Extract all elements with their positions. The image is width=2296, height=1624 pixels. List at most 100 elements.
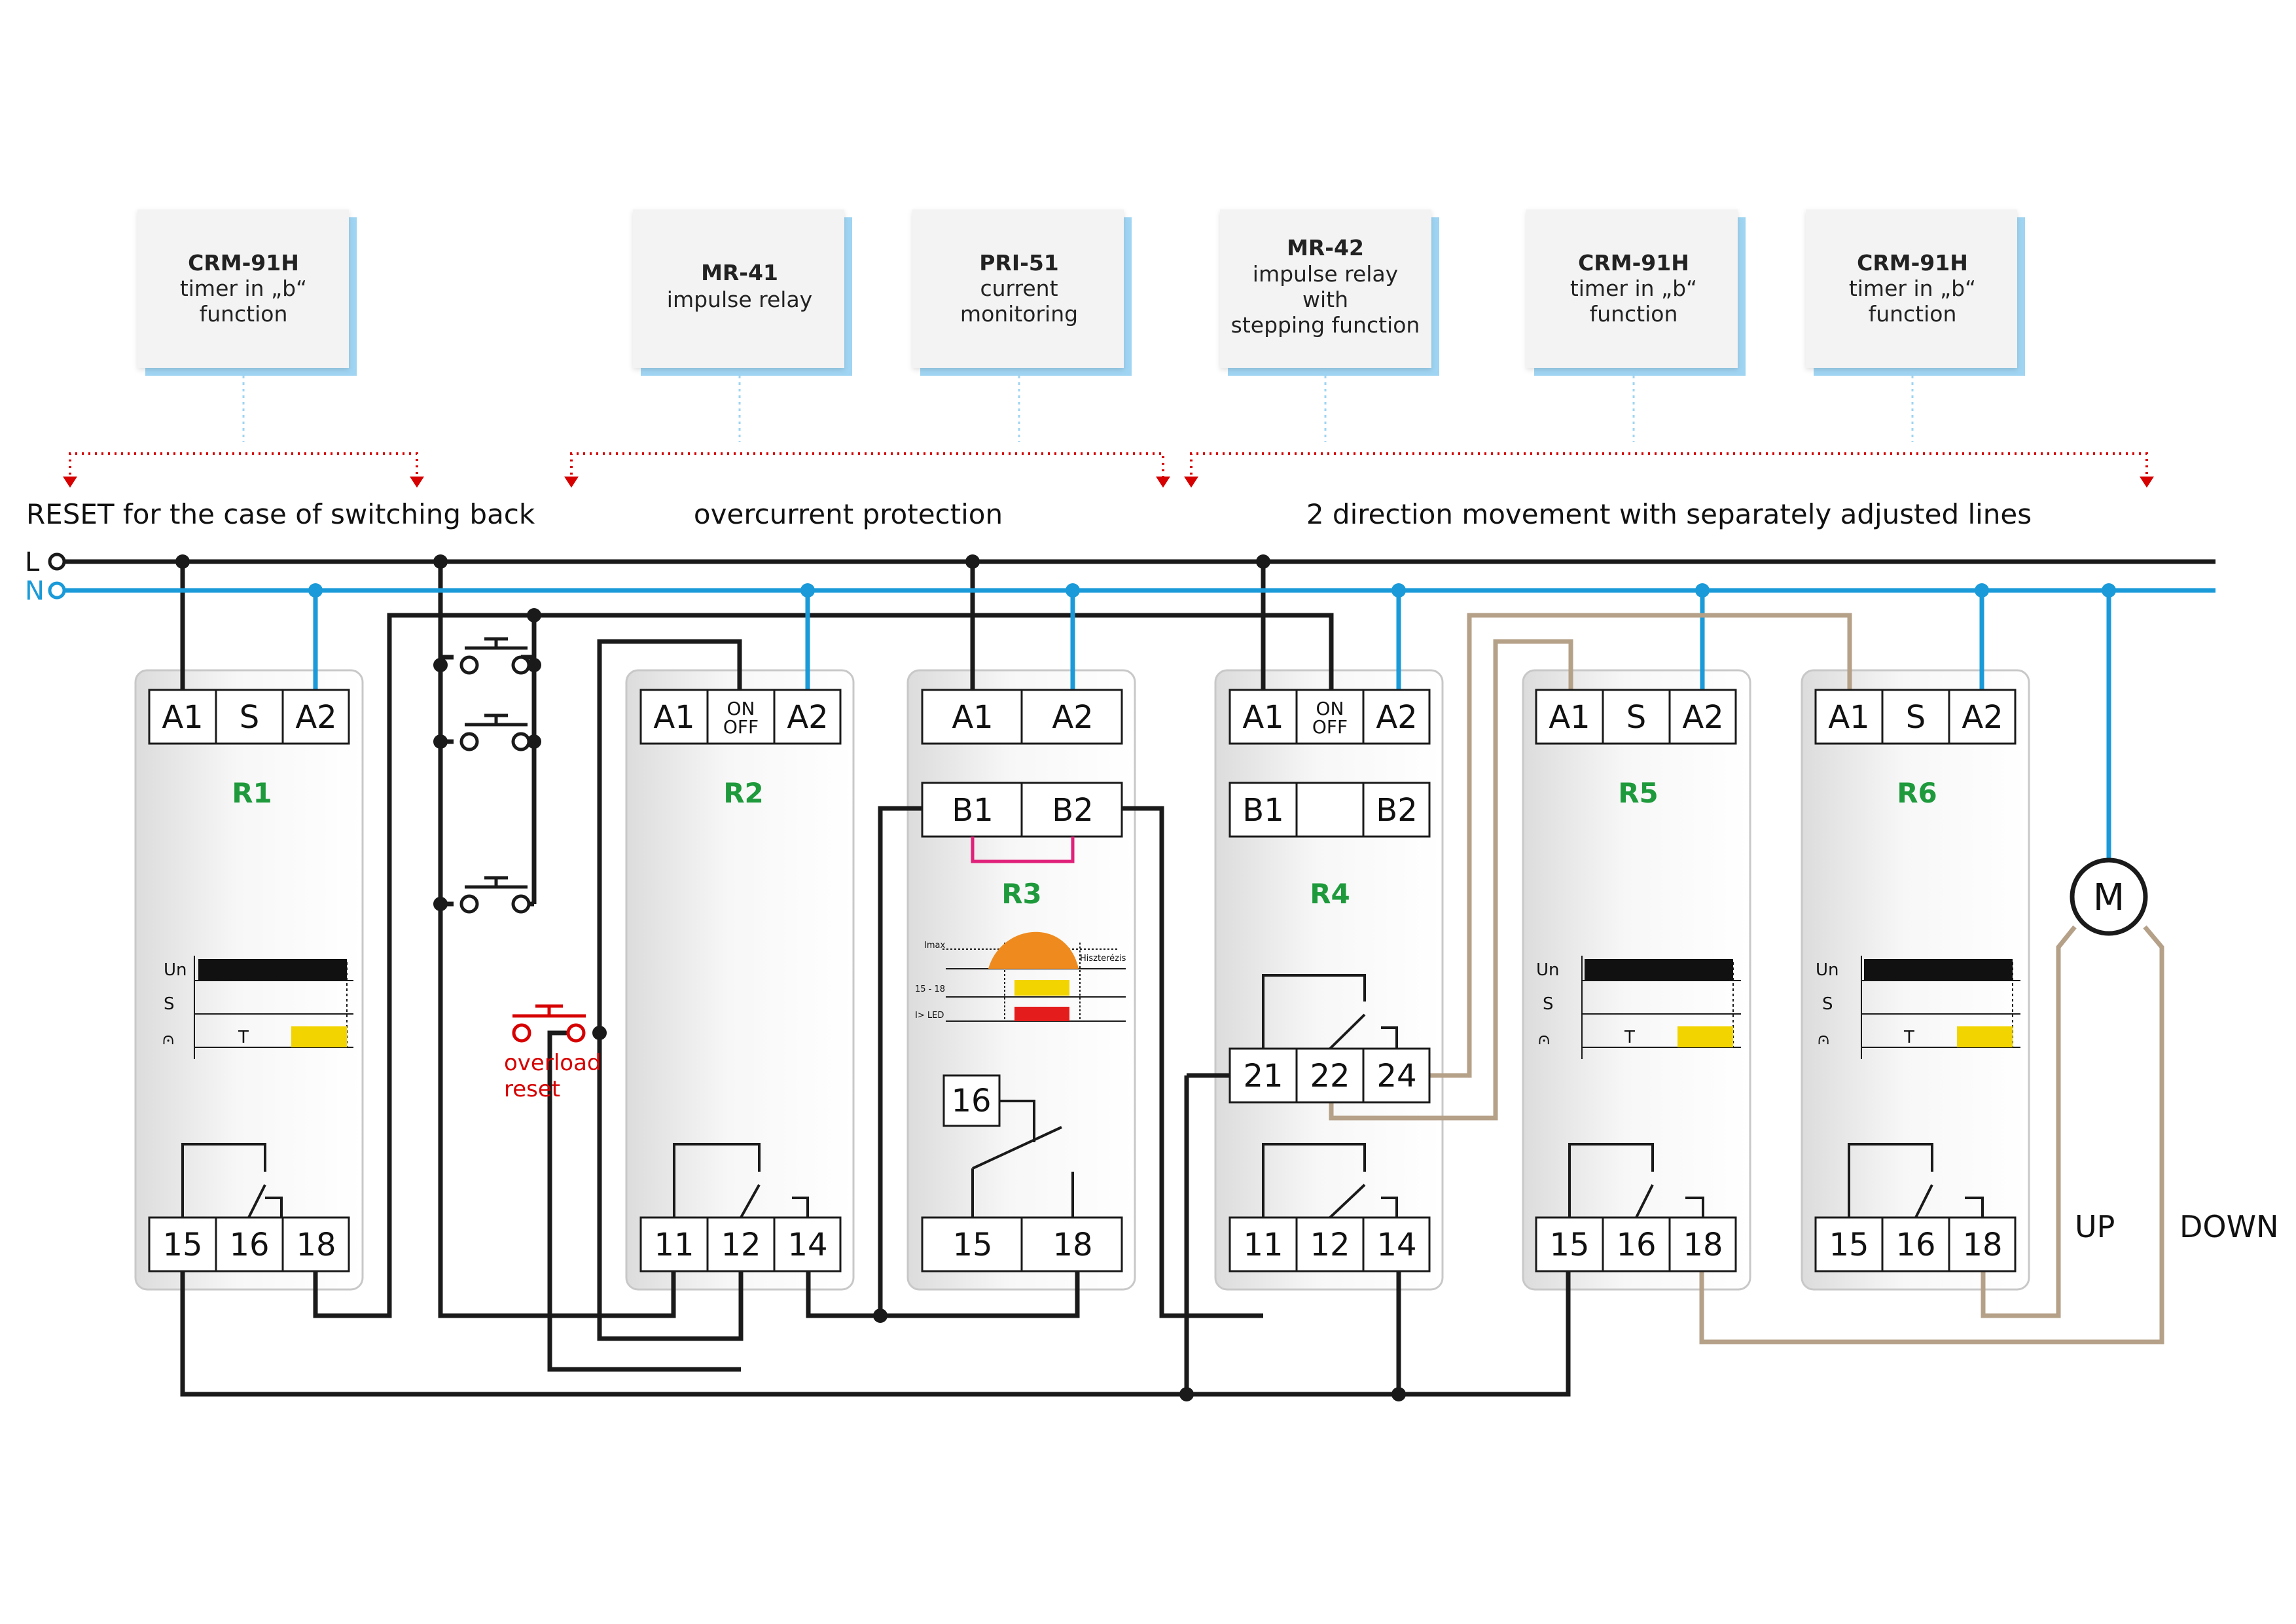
bus-label-neutral: N	[25, 576, 45, 606]
chart-relay-icon: ⩀	[1818, 1029, 1829, 1049]
terminal-14: 14	[1376, 1227, 1416, 1263]
terminal-a1: A1	[1549, 699, 1590, 736]
terminal-a1: A1	[162, 699, 203, 736]
terminal-15: 15	[1549, 1227, 1589, 1263]
relay-r5: A1 S A2 R5 Un S ⩀ T 15 16 18	[1535, 689, 1741, 1272]
relay-bodies	[134, 669, 2030, 1291]
chart-un: Un	[164, 960, 187, 980]
tag-model: MR-42	[1287, 235, 1364, 261]
section-label-two-direction: 2 direction movement with separately adj…	[1306, 498, 2032, 530]
terminal-b2: B2	[1052, 792, 1093, 829]
terminal-b2: B2	[1376, 792, 1417, 829]
overload-reset-button	[512, 1004, 586, 1043]
terminal-a2: A2	[1376, 699, 1417, 736]
tag-model: MR-41	[701, 260, 778, 285]
junction-dots-neutral	[308, 583, 2116, 598]
terminal-b1: B1	[1242, 792, 1283, 829]
terminal-on: ON	[727, 698, 755, 719]
bus-terminal-line	[48, 552, 66, 571]
graph-row1: 15 - 18	[915, 984, 945, 994]
terminal-21: 21	[1243, 1058, 1283, 1094]
label-down: DOWN	[2179, 1209, 2279, 1244]
terminal-a2: A2	[1052, 699, 1093, 736]
terminal-18: 18	[1683, 1227, 1723, 1263]
tag-model: CRM-91H	[188, 250, 299, 276]
chart-relay-icon: ⩀	[162, 1029, 174, 1049]
tag-line: timer in „b“	[1849, 276, 1976, 301]
terminal-a1: A1	[653, 699, 694, 736]
terminal-a2: A2	[1962, 699, 2003, 736]
terminal-16: 16	[1616, 1227, 1656, 1263]
terminal-24: 24	[1376, 1058, 1416, 1094]
tag-model: CRM-91H	[1857, 250, 1968, 276]
motor-label: M	[2093, 876, 2125, 919]
device-tag-1: CRM-91H timer in „b“ function	[137, 209, 357, 442]
terminal-s: S	[1906, 699, 1926, 736]
terminal-a2: A2	[295, 699, 336, 736]
terminal-b1: B1	[952, 792, 993, 829]
terminal-s: S	[1626, 699, 1646, 736]
tag-line: function	[1590, 301, 1678, 327]
terminal-a1: A1	[1242, 699, 1283, 736]
device-tag-5: CRM-91H timer in „b“ function	[1526, 209, 1746, 442]
terminal-12: 12	[1310, 1227, 1350, 1263]
section-label-reset: RESET for the case of switching back	[26, 498, 535, 530]
relay-name: R1	[232, 777, 272, 809]
terminal-18: 18	[1962, 1227, 2002, 1263]
device-tag-2: MR-41 impulse relay	[633, 209, 852, 442]
overload-label-1: overload	[504, 1050, 601, 1076]
device-tag-3: PRI-51 current monitoring	[912, 209, 1132, 442]
terminal-s: S	[240, 699, 259, 736]
chart-un: Un	[1816, 960, 1839, 980]
tag-line: impulse relay	[1253, 261, 1398, 287]
tag-line: function	[200, 301, 288, 327]
relay-r6: A1 S A2 R6 Un S ⩀ T 15 16 18	[1814, 689, 2020, 1272]
device-tag-4: MR-42 impulse relay with stepping functi…	[1220, 209, 1439, 442]
junction-dots	[175, 554, 1406, 1401]
terminal-22: 22	[1310, 1058, 1350, 1094]
chart-relay-icon: ⩀	[1538, 1029, 1550, 1049]
section-label-overcurrent: overcurrent protection	[694, 498, 1003, 530]
terminal-off: OFF	[723, 716, 759, 738]
graph-imax: Imax	[924, 941, 945, 950]
tag-line: timer in „b“	[180, 276, 307, 301]
section-brackets	[69, 452, 2148, 481]
terminal-a1: A1	[1828, 699, 1869, 736]
push-buttons	[459, 637, 531, 914]
terminal-18: 18	[1052, 1227, 1092, 1263]
motor: M	[2070, 857, 2148, 936]
chart-s: S	[164, 994, 175, 1014]
tag-line: monitoring	[960, 301, 1078, 327]
tag-line: timer in „b“	[1570, 276, 1697, 301]
relay-name: R5	[1618, 777, 1659, 809]
terminal-18: 18	[296, 1227, 336, 1263]
terminal-11: 11	[654, 1227, 694, 1263]
terminal-15: 15	[162, 1227, 202, 1263]
chart-t: T	[1624, 1028, 1635, 1047]
chart-t: T	[1903, 1028, 1914, 1047]
terminal-on: ON	[1316, 698, 1344, 719]
terminal-16: 16	[1895, 1227, 1935, 1263]
terminal-15: 15	[952, 1227, 992, 1263]
terminal-a1: A1	[952, 699, 993, 736]
chart-t: T	[238, 1028, 249, 1047]
terminal-16: 16	[229, 1227, 269, 1263]
tag-line: current	[980, 276, 1058, 301]
bus-label-line: L	[25, 547, 40, 577]
device-tag-6: CRM-91H timer in „b“ function	[1806, 209, 2025, 442]
terminal-a2: A2	[1682, 699, 1723, 736]
tag-model: CRM-91H	[1578, 250, 1689, 276]
terminal-16: 16	[951, 1083, 991, 1119]
relay-r1: A1 S A2 R1 Un S ⩀ T 15 16 18	[148, 689, 353, 1272]
relay-r2: A1 ON OFF A2 R2 11 12 14	[639, 689, 842, 1272]
tag-line: with	[1302, 287, 1348, 312]
wires-neutral	[63, 588, 2215, 860]
tag-line: stepping function	[1231, 312, 1420, 338]
terminal-12: 12	[721, 1227, 761, 1263]
relay-name: R3	[1001, 878, 1042, 910]
chart-s: S	[1543, 994, 1554, 1014]
relay-name: R6	[1897, 777, 1937, 809]
tag-model: PRI-51	[979, 250, 1059, 276]
terminal-off: OFF	[1312, 716, 1348, 738]
overload-label-2: reset	[504, 1076, 560, 1102]
